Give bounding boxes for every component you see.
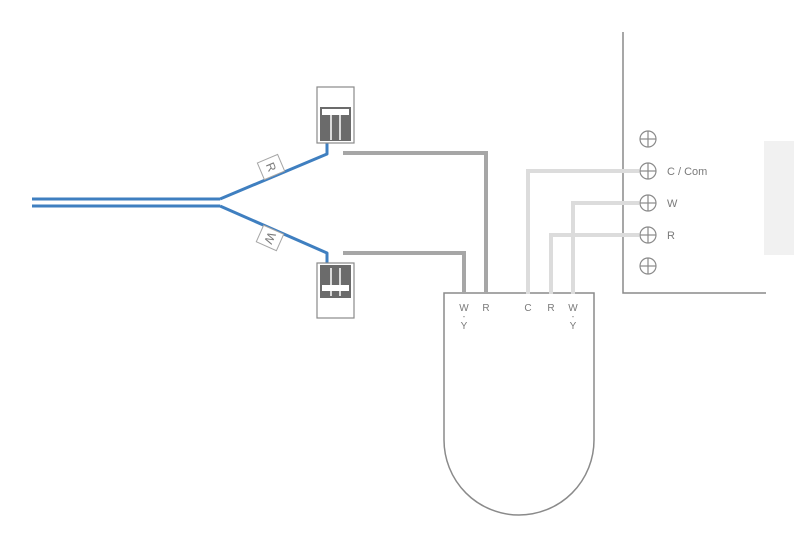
wire-tag-lower: W [256, 225, 283, 250]
panel-terminals [640, 131, 656, 274]
receiver-label-c: C [524, 303, 531, 314]
receiver-label-w2-sep: - [572, 312, 575, 321]
terminal-screw-icon [640, 195, 656, 211]
terminal-screw-icon [640, 227, 656, 243]
receiver-label-y2: Y [570, 321, 577, 332]
receiver-label-r2: R [547, 303, 554, 314]
panel-label-c-com: C / Com [667, 166, 707, 178]
panel-label-r: R [667, 230, 675, 242]
blue-cable [32, 141, 327, 266]
wire-tag-upper: R [257, 154, 284, 179]
connector-to-receiver-wires [343, 153, 486, 294]
panel-terminal-labels: C / Com W R [667, 166, 707, 242]
receiver-label-r: R [482, 303, 489, 314]
terminal-screw-icon [640, 258, 656, 274]
terminal-screw-icon [640, 163, 656, 179]
panel-label-w: W [667, 198, 678, 210]
wire-connector-bottom [317, 263, 354, 318]
wire-connector-top [317, 87, 354, 143]
wire-bottom-connector-to-w [343, 253, 464, 294]
wire-w [573, 203, 639, 294]
wire-r [551, 235, 639, 294]
terminal-screw-icon [640, 131, 656, 147]
receiver-label-w-sep: - [463, 312, 466, 321]
panel-side-tab [764, 141, 794, 255]
receiver-label-y: Y [461, 321, 468, 332]
